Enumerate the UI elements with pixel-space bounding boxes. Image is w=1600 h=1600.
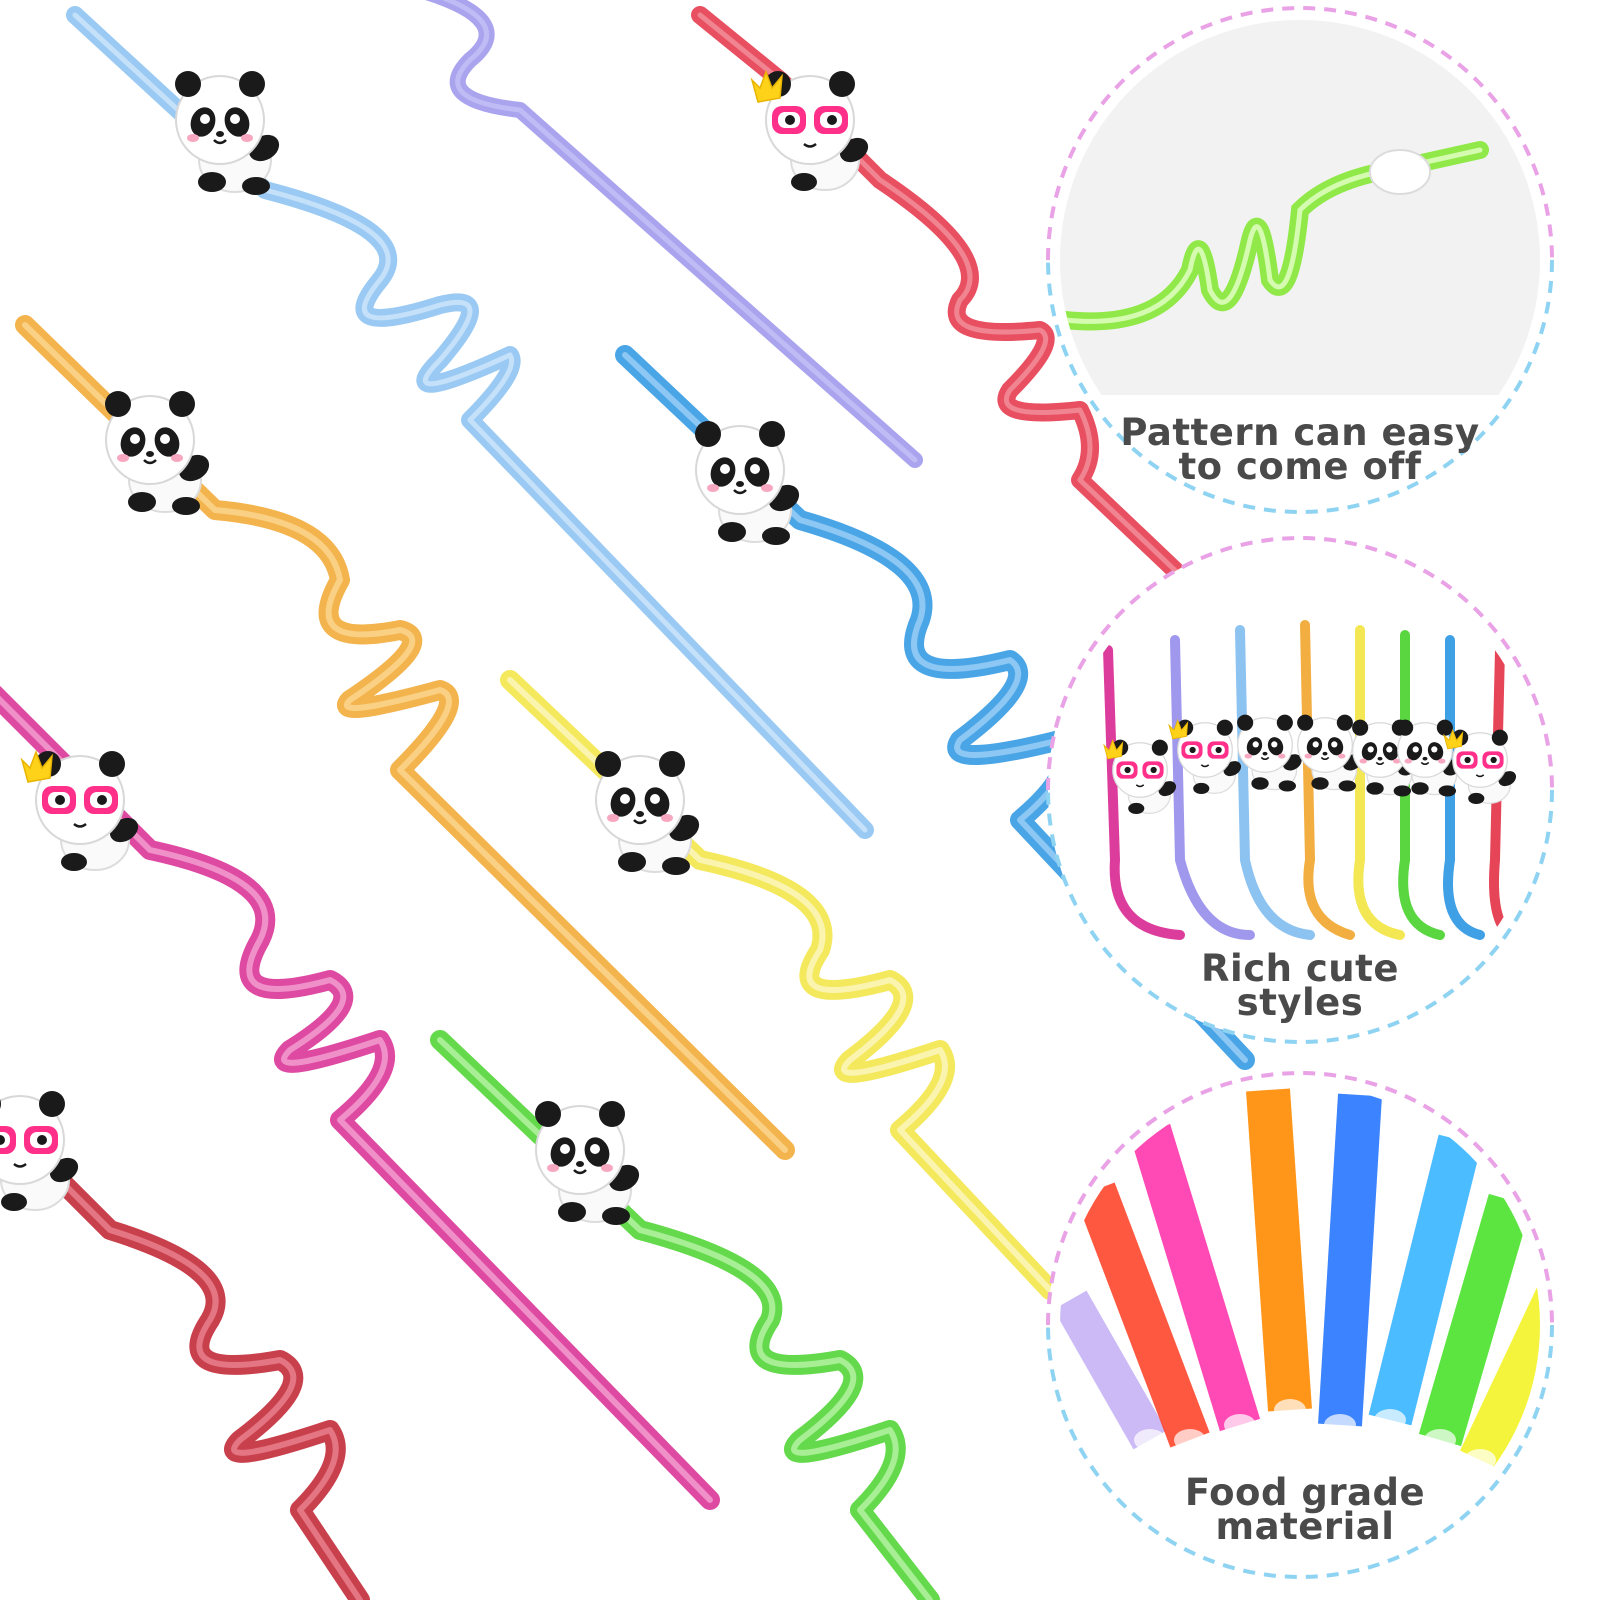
feature-label-3-line1: Food grade <box>1184 1471 1426 1514</box>
yellow-straw <box>500 670 1060 1300</box>
panda-glasses-crown-icon <box>750 69 874 193</box>
light-blue-straw <box>66 6 874 839</box>
magenta-straw <box>0 685 720 1510</box>
panda-icon <box>693 419 806 547</box>
feature-label-1-line1: Pattern can easy <box>1120 411 1480 454</box>
panda-icon <box>173 69 286 197</box>
red-straw-top <box>691 6 1189 584</box>
orange-straw <box>15 315 795 1160</box>
feature-label-3: Food grade material <box>1105 1471 1505 1548</box>
feature-label-2: Rich cute styles <box>1100 947 1500 1024</box>
feature-label-3-line2: material <box>1215 1505 1395 1548</box>
purple-straw <box>424 0 923 468</box>
feature-label-1: Pattern can easy to come off <box>1100 411 1500 488</box>
feature-label-2-line2: styles <box>1236 981 1364 1024</box>
feature-label-2-line1: Rich cute <box>1201 947 1399 990</box>
feature-label-1-line2: to come off <box>1178 445 1422 488</box>
green-straw <box>430 1030 940 1600</box>
red-straw-bottom <box>20 1140 370 1600</box>
